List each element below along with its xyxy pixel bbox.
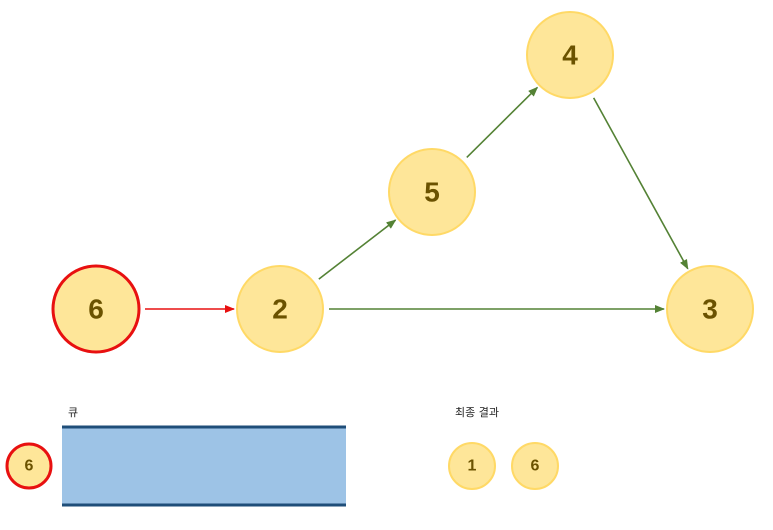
node-3-label: 3: [702, 294, 718, 325]
node-6-circle: [51, 264, 141, 354]
result-item-1-circle: [448, 442, 496, 490]
node-4: 4: [526, 11, 614, 99]
result-item-6-label: 6: [531, 458, 540, 475]
result-item-1: 1: [448, 442, 496, 490]
result-item-6: 6: [511, 442, 559, 490]
edge-2-to-5: [318, 219, 397, 280]
result-label: 최종 결과: [455, 406, 499, 419]
edge-4-to-3: [592, 97, 689, 270]
queue-box: [62, 428, 346, 504]
edge-5-to-4: [466, 86, 539, 159]
node-5-circle: [388, 148, 476, 236]
node-3: 3: [666, 265, 754, 353]
nodes-layer: 6 2 5 4 3: [51, 11, 754, 354]
node-4-label: 4: [562, 40, 578, 71]
node-2: 2: [236, 265, 324, 353]
node-2-label: 2: [272, 294, 288, 325]
node-4-circle: [526, 11, 614, 99]
queue-item-6: 6: [5, 442, 53, 490]
node-5-label: 5: [424, 177, 440, 208]
queue-panel: [62, 425, 346, 507]
node-3-circle: [666, 265, 754, 353]
queue-item-6-circle: [5, 442, 53, 490]
node-2-circle: [236, 265, 324, 353]
node-6: 6: [51, 264, 141, 354]
result-item-1-label: 1: [468, 458, 477, 475]
queue-items: 6: [5, 442, 53, 490]
queue-item-6-label: 6: [25, 458, 34, 475]
edges-layer: [145, 86, 689, 313]
queue-label: 큐: [68, 406, 79, 419]
node-5: 5: [388, 148, 476, 236]
node-6-label: 6: [88, 294, 104, 325]
result-item-6-circle: [511, 442, 559, 490]
